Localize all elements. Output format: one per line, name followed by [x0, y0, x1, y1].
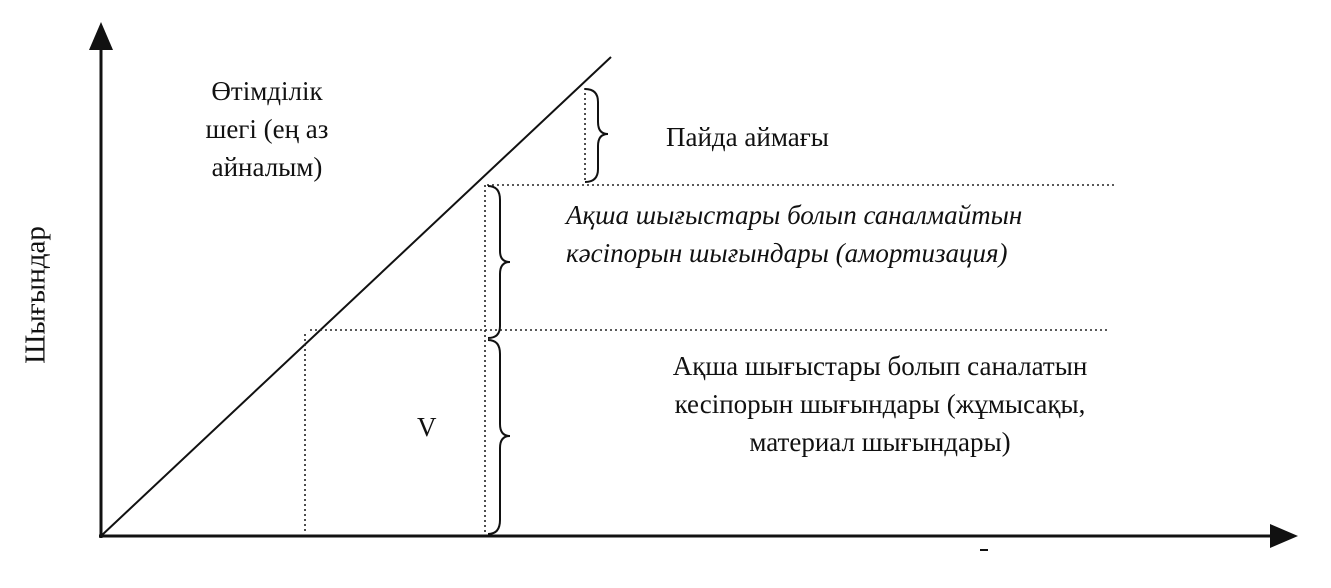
noncash-costs-label-line-2: кәсіпорын шығындары (амортизация) — [566, 238, 1008, 268]
noncash-costs-label: Ақша шығыстары болып саналмайтын кәсіпор… — [566, 196, 1022, 272]
region-v-label: V — [417, 412, 437, 442]
cost-line — [100, 56, 612, 537]
y-axis-arrowhead — [89, 22, 113, 50]
noncash-costs-brace — [487, 185, 511, 339]
x-axis-arrowhead — [1270, 524, 1298, 548]
breakeven-label: Өтімділік шегі (ең аз айналым) — [182, 72, 352, 186]
profit-zone-brace — [584, 88, 609, 183]
cash-costs-label-line-3: материал шығындары) — [749, 427, 1011, 457]
cash-costs-label-line-1: Ақша шығыстары болып саналатын — [672, 351, 1088, 381]
profit-zone-label: Пайда аймағы — [666, 122, 829, 152]
y-axis-label: Шығындар — [19, 226, 52, 364]
breakeven-label-line-1: Өтімділік — [211, 76, 323, 106]
cash-costs-label-line-2: кесіпорын шығындары (жұмысақы, — [674, 389, 1086, 419]
cash-costs-label: Ақша шығыстары болып саналатын кесіпорын… — [600, 347, 1160, 461]
cash-costs-brace — [487, 339, 511, 535]
breakeven-label-line-2: шегі (ең аз — [205, 114, 329, 144]
breakeven-label-line-3: айналым) — [211, 152, 323, 182]
noncash-costs-label-line-1: Ақша шығыстары болып саналмайтын — [566, 200, 1023, 230]
